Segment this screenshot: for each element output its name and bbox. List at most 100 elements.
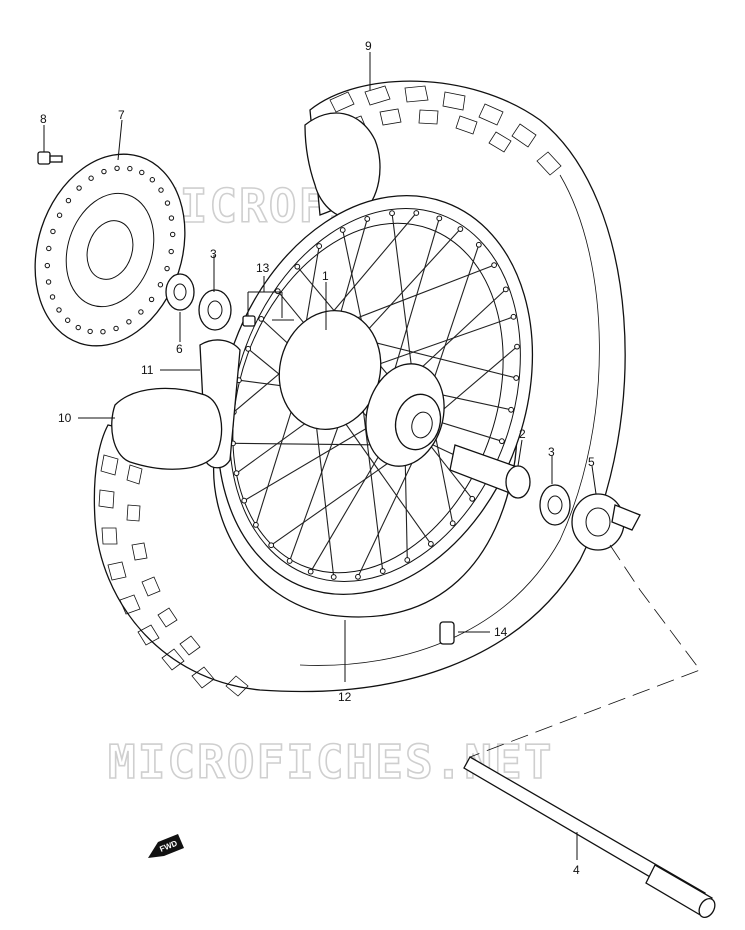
spoke [313, 404, 335, 578]
spoke-nipple [355, 573, 361, 580]
spoke-nipple [241, 497, 248, 504]
disc-hole [65, 197, 72, 204]
callout-7: 7 [118, 108, 125, 122]
disc-hole [114, 165, 120, 171]
disc-hole [56, 307, 62, 313]
spoke-nipple [379, 568, 386, 574]
disc-hole [64, 317, 71, 323]
spoke-nipple [258, 315, 265, 322]
disc-hole [75, 324, 81, 331]
spoke [335, 409, 432, 545]
spoke-nipple [427, 541, 434, 547]
disc-hole [126, 319, 132, 325]
disc-hole [50, 228, 56, 235]
spoke-nipple [330, 574, 337, 580]
spoke-nipple [404, 557, 411, 563]
spoke-nipple [339, 227, 346, 233]
callout-3-right: 3 [548, 445, 555, 459]
spoke-nipple [268, 542, 275, 549]
spoke-nipple [449, 520, 456, 527]
spoke-nipple [469, 495, 476, 502]
axis-line [469, 544, 701, 758]
spoke [387, 218, 440, 391]
disc-hole [157, 282, 164, 288]
disc-hole [158, 187, 164, 193]
right-bearing [539, 484, 571, 526]
speedometer-gearbox [571, 493, 641, 551]
screw [242, 315, 294, 327]
spoke-nipple [233, 470, 240, 477]
disc-hole [100, 329, 106, 335]
disc-hole [127, 165, 133, 172]
spoke-nipple [274, 288, 281, 295]
spoke-nipple [413, 210, 420, 216]
fwd-arrow: FWD [148, 834, 184, 858]
disc-hole [113, 325, 119, 332]
spoke-nipple [514, 343, 520, 350]
disc-hole [138, 309, 144, 315]
disc-hole [87, 328, 93, 335]
disc-hole [169, 231, 176, 238]
spoke-nipple [316, 243, 323, 249]
callout-6: 6 [176, 342, 183, 356]
callout-1: 1 [322, 269, 329, 283]
valve-cap [439, 621, 455, 645]
disc-hole [139, 169, 145, 176]
spoke-nipple [502, 286, 509, 293]
spoke-nipple [364, 216, 371, 222]
spoke-nipple [510, 313, 517, 320]
spoke [359, 383, 384, 572]
callout-4: 4 [573, 863, 580, 877]
axle [463, 756, 716, 918]
brake-disc [34, 153, 186, 347]
spoke-nipple [513, 375, 520, 381]
spoke [391, 213, 415, 386]
callout-2: 2 [519, 427, 526, 441]
callout-5: 5 [588, 455, 595, 469]
spoke-nipple [491, 262, 498, 268]
hub [278, 309, 445, 467]
spoke [289, 404, 347, 562]
callout-14: 14 [494, 625, 508, 639]
disc-hole [101, 168, 107, 175]
spoke [426, 244, 480, 400]
spoke [361, 316, 514, 371]
disc-hole [149, 177, 156, 183]
spoke-nipple [457, 226, 464, 232]
disc-hole [168, 215, 175, 221]
spoke-nipple [286, 558, 293, 564]
spoke [354, 228, 461, 345]
disc-hole [164, 265, 170, 272]
spoke [243, 420, 381, 502]
disc-bolt [37, 151, 63, 165]
disc-holes [44, 165, 176, 335]
disc-hole [45, 279, 52, 285]
disc-hole [76, 185, 82, 191]
spoke-nipple [245, 345, 252, 352]
leader-lines [43, 52, 597, 860]
disc-hole [164, 200, 171, 206]
disc-hole [46, 245, 52, 252]
spoke-nipple [294, 263, 301, 270]
callout-9: 9 [365, 39, 372, 53]
callout-11: 11 [141, 363, 154, 377]
spoke-nipple [498, 438, 505, 445]
spoke-nipple [508, 406, 514, 413]
callout-8: 8 [40, 112, 47, 126]
callout-13: 13 [256, 261, 270, 275]
collar [449, 444, 531, 499]
callout-10: 10 [58, 411, 72, 425]
left-spacer [165, 273, 195, 311]
callout-12: 12 [338, 690, 352, 704]
disc-hole [56, 212, 63, 218]
callout-3-left: 3 [210, 247, 217, 261]
disc-hole [44, 262, 51, 269]
left-bearing [198, 289, 232, 331]
spoke-nipple [436, 215, 443, 222]
disc-hole [168, 248, 174, 255]
disc-hole [88, 175, 94, 181]
disc-hole [49, 294, 56, 300]
tire-flap [111, 387, 223, 470]
spoke-nipple [475, 241, 482, 248]
